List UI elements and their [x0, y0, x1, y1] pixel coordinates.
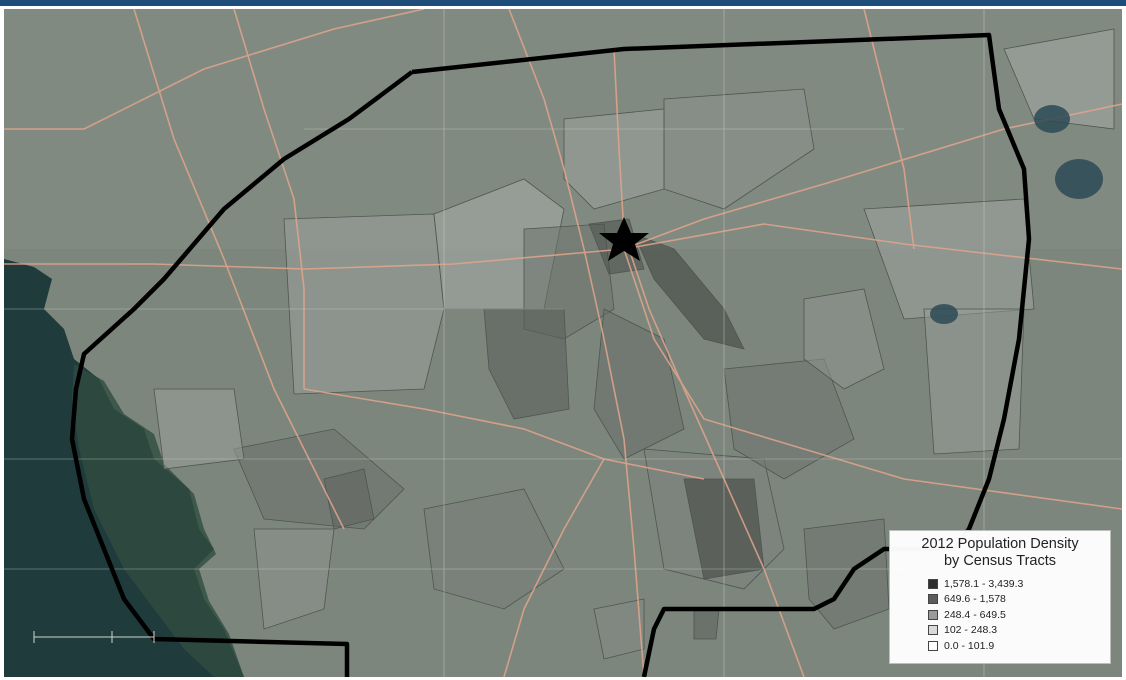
legend-swatch — [928, 578, 938, 589]
legend-item-label: 0.0 - 101.9 — [944, 639, 995, 652]
legend-title-line2: by Census Tracts — [943, 553, 1056, 569]
legend-swatch — [928, 594, 938, 605]
legend-swatch — [928, 625, 938, 636]
census-tracts — [153, 28, 1115, 660]
star-icon[interactable] — [599, 217, 649, 261]
legend-class-list: 1,578.1 - 3,439.3 649.6 - 1,578 248.4 - … — [898, 576, 1102, 654]
legend-item: 102 - 248.3 — [928, 623, 1102, 639]
map-svg — [4, 9, 1122, 677]
legend-item: 248.4 - 649.5 — [928, 607, 1102, 623]
legend-item-label: 102 - 248.3 — [944, 624, 998, 637]
coastal-wetland — [72, 364, 244, 677]
scale-bar — [33, 631, 155, 643]
legend-item-label: 1,578.1 - 3,439.3 — [944, 577, 1024, 590]
legend-item: 649.6 - 1,578 — [928, 592, 1102, 608]
map-legend: 2012 Population Density by Census Tracts… — [889, 530, 1111, 664]
legend-swatch — [928, 609, 938, 620]
top-border-bar — [0, 0, 1126, 6]
legend-item: 0.0 - 101.9 — [928, 638, 1102, 654]
legend-item-label: 248.4 - 649.5 — [944, 608, 1006, 621]
lakes — [930, 105, 1103, 324]
legend-item: 1,578.1 - 3,439.3 — [928, 576, 1102, 592]
legend-item-label: 649.6 - 1,578 — [944, 593, 1006, 606]
map-canvas[interactable] — [4, 9, 1122, 677]
study-area-boundary — [69, 32, 1032, 677]
legend-title-line1: 2012 Population Density — [921, 536, 1079, 552]
legend-swatch — [928, 640, 938, 651]
